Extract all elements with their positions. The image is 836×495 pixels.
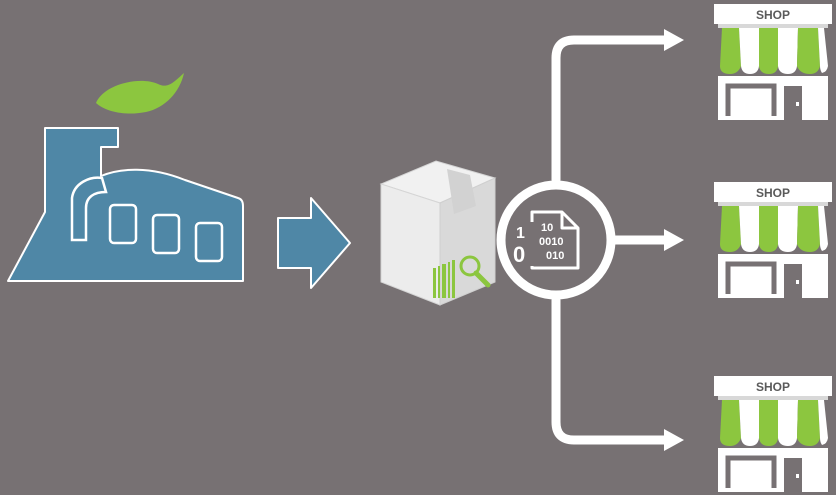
- shop-icon: SHOP: [714, 182, 832, 298]
- arrowhead-icon: [664, 29, 684, 51]
- data-node: 1 0 10 0010 010: [501, 185, 611, 295]
- leaf-icon: [96, 73, 184, 114]
- shop-icon: SHOP: [714, 4, 832, 120]
- arrowheads: [664, 29, 684, 451]
- binary-digit: 0: [513, 242, 525, 267]
- binary-digit: 1: [516, 225, 525, 242]
- right-arrow-icon: [278, 198, 350, 288]
- shop-label: SHOP: [756, 380, 790, 394]
- factory-icon: [8, 73, 243, 281]
- binary-digit: 0010: [539, 236, 563, 248]
- package-box-icon: [381, 161, 495, 305]
- arrowhead-icon: [664, 229, 684, 251]
- binary-digit: 010: [546, 250, 564, 262]
- binary-digit: 10: [541, 222, 553, 234]
- shop-label: SHOP: [756, 186, 790, 200]
- shop-label: SHOP: [756, 8, 790, 22]
- arrowhead-icon: [664, 429, 684, 451]
- shop-icon: SHOP: [714, 376, 832, 492]
